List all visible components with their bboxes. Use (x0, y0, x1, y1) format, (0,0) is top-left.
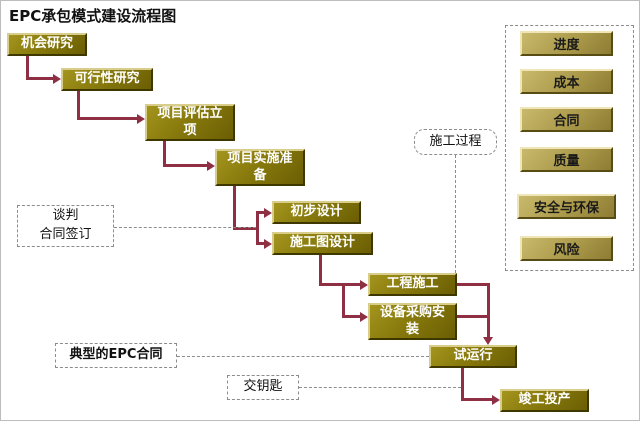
arrowhead-icon (137, 114, 145, 124)
dashed-link-construction-process (455, 155, 456, 273)
dashed-link-negotiation (114, 227, 256, 228)
arrowhead-icon (264, 208, 272, 218)
annotation-turnkey: 交钥匙 (227, 375, 299, 400)
flow-box-construction: 工程施工 (368, 273, 457, 296)
panel-item-contract: 合同 (520, 107, 613, 132)
connector-line (256, 211, 259, 245)
connector-line (461, 398, 492, 401)
connector-line (26, 56, 29, 80)
connector-line (461, 368, 464, 401)
panel-item-risk: 风险 (520, 236, 613, 261)
flow-box-completion-production: 竣工投产 (500, 389, 589, 412)
flow-box-feasibility-study: 可行性研究 (61, 68, 153, 91)
flow-box-trial-run: 试运行 (429, 345, 517, 368)
arrowhead-icon (483, 337, 493, 345)
connector-line (319, 283, 345, 286)
arrowhead-icon (264, 239, 272, 249)
arrowhead-icon (53, 74, 61, 84)
dashed-link-turnkey (299, 387, 461, 388)
connector-line (26, 77, 53, 80)
arrowhead-icon (492, 395, 500, 405)
annotation-negotiation-contract: 谈判 合同签订 (17, 205, 114, 247)
connector-line (77, 91, 80, 120)
panel-item-schedule: 进度 (520, 31, 613, 56)
connector-line (256, 242, 264, 245)
connector-line (256, 211, 264, 214)
connector-line (163, 164, 207, 167)
flow-box-implementation-prep: 项目实施准 备 (215, 149, 305, 186)
arrowhead-icon (360, 312, 368, 322)
connector-line (342, 283, 345, 318)
connector-line (233, 186, 236, 230)
connector-line (342, 283, 360, 286)
connector-line (163, 141, 166, 167)
connector-line (319, 255, 322, 286)
connector-line (342, 315, 360, 318)
connector-line (77, 117, 137, 120)
flow-box-preliminary-design: 初步设计 (272, 201, 361, 224)
diagram-title: EPC承包模式建设流程图 (9, 7, 177, 25)
arrowhead-icon (360, 280, 368, 290)
connector-line (233, 227, 259, 230)
management-panel-frame (505, 25, 634, 271)
annotation-construction-process: 施工过程 (414, 129, 497, 155)
arrowhead-icon (207, 161, 215, 171)
dashed-link-typical-epc-contract (177, 356, 429, 357)
flow-box-project-evaluation: 项目评估立 项 (145, 104, 235, 141)
panel-item-cost: 成本 (520, 69, 613, 94)
annotation-typical-epc-contract: 典型的EPC合同 (55, 343, 177, 368)
connector-line (457, 283, 489, 286)
connector-line (457, 315, 489, 318)
panel-item-safety-environment: 安全与环保 (517, 194, 616, 219)
flow-box-construction-drawing-design: 施工图设计 (272, 232, 373, 255)
connector-line (487, 283, 490, 337)
flow-box-equipment-procurement-install: 设备采购安 装 (368, 303, 457, 340)
flow-box-opportunity-study: 机会研究 (7, 33, 87, 56)
panel-item-quality: 质量 (520, 147, 613, 172)
